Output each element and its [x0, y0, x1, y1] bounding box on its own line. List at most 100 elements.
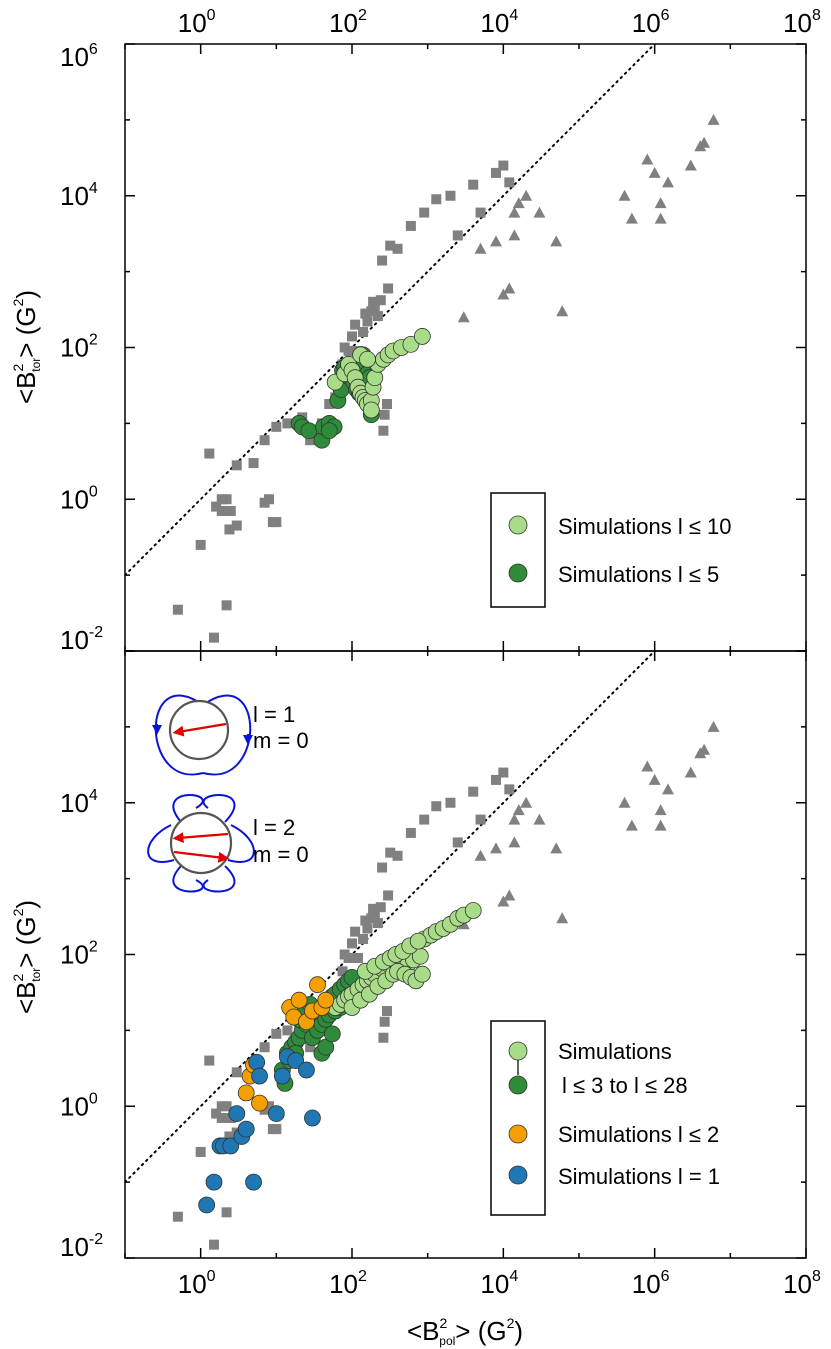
- simulation-point: [237, 1120, 255, 1138]
- observed-square-point: [383, 283, 394, 294]
- observed-square-point: [385, 847, 396, 858]
- observed-triangle-point: [698, 136, 711, 148]
- top-legend-box: [490, 492, 546, 608]
- x-tick-label: 104: [480, 1268, 518, 1299]
- inset-l1-l: l = 1: [253, 702, 295, 727]
- observed-square-point: [385, 240, 396, 251]
- observed-square-point: [405, 220, 416, 231]
- observed-triangle-point: [618, 796, 631, 808]
- arrow-red-l1: [172, 722, 227, 737]
- simulation-point: [287, 1052, 305, 1069]
- observed-square-point: [358, 934, 369, 945]
- inset-l1-m: m = 0: [253, 728, 309, 753]
- simulation-point: [413, 965, 431, 983]
- observed-square-point: [204, 1055, 215, 1066]
- legend-marker-l1: [508, 1165, 528, 1185]
- arrow-red-l2-lower: [173, 850, 230, 863]
- observed-square-point: [498, 767, 509, 778]
- observed-square-point: [172, 604, 183, 615]
- ylabel-bot-c: ): [11, 900, 41, 909]
- y-tick-label: 104: [60, 180, 98, 211]
- observed-triangle-point: [625, 819, 638, 831]
- ylabel-bot-a: <B: [11, 982, 41, 1015]
- bottom-legend: Simulations l ≤ 3 to l ≤ 28 Simulations …: [490, 1020, 720, 1216]
- observed-square-point: [208, 632, 219, 643]
- observed-square-point: [369, 910, 380, 921]
- y-tick-label: 102: [60, 332, 98, 363]
- simulation-point: [198, 1196, 216, 1214]
- observed-triangle-point: [508, 206, 521, 218]
- observed-triangle-point: [707, 720, 720, 732]
- observed-square-point: [504, 784, 515, 795]
- observed-triangle-point: [654, 804, 667, 816]
- observed-triangle-point: [648, 773, 661, 785]
- observed-square-point: [378, 1032, 389, 1043]
- observed-square-point: [305, 435, 316, 446]
- observed-square-point: [221, 600, 232, 611]
- xlabel-a: <B: [407, 1316, 440, 1346]
- inset-l1: l = 1 m = 0: [152, 694, 309, 776]
- y-tick-label: 10-2: [60, 1231, 103, 1262]
- observed-square-point: [343, 345, 354, 356]
- observed-square-point: [204, 448, 215, 459]
- top-x-tick-label: 104: [480, 7, 518, 38]
- observed-square-point: [431, 801, 442, 812]
- observed-square-point: [475, 207, 486, 218]
- observed-square-point: [248, 458, 259, 469]
- simulation-point: [245, 1173, 262, 1191]
- ylabel-top-a: <B: [11, 372, 41, 405]
- bottom-reference-line: [125, 651, 657, 1184]
- xlabel-b: > (G: [455, 1316, 506, 1346]
- observed-triangle-point: [618, 189, 631, 201]
- observed-square-point: [195, 539, 206, 550]
- observed-square-point: [271, 1124, 282, 1135]
- observed-triangle-point: [508, 229, 521, 241]
- observed-square-point: [225, 506, 236, 517]
- observed-triangle-point: [556, 305, 569, 317]
- field-line-l2-e: [172, 865, 204, 893]
- arrow-red-l2-upper: [172, 832, 229, 844]
- simulation-point: [290, 991, 308, 1009]
- observed-square-point: [211, 1108, 222, 1119]
- simulation-point: [228, 1105, 246, 1123]
- simulation-point: [309, 976, 326, 994]
- legend-marker-l5: [508, 563, 528, 583]
- simulation-point: [205, 1173, 223, 1191]
- observed-square-point: [216, 1113, 227, 1124]
- observed-square-point: [419, 814, 430, 825]
- observed-square-point: [259, 435, 270, 446]
- observed-square-point: [271, 517, 282, 528]
- observed-square-point: [452, 837, 463, 848]
- observed-square-point: [368, 296, 379, 307]
- star-l2: [169, 811, 233, 875]
- observed-square-point: [221, 1101, 232, 1112]
- observed-triangle-point: [490, 842, 503, 854]
- observed-square-point: [231, 520, 242, 531]
- observed-square-point: [271, 421, 282, 432]
- equality-line: [125, 651, 657, 1184]
- xlabel-sup: 2: [439, 1315, 447, 1331]
- observed-square-point: [498, 160, 509, 171]
- observed-square-point: [378, 425, 389, 436]
- observed-square-point: [195, 1146, 206, 1157]
- observed-square-point: [375, 295, 386, 306]
- observed-triangle-point: [654, 212, 667, 224]
- simulation-point: [323, 1025, 341, 1043]
- top-points: [172, 113, 720, 643]
- simulation-point: [251, 1067, 268, 1085]
- ylabel-bot-b: > (G: [11, 916, 41, 967]
- observed-triangle-point: [698, 743, 711, 755]
- observed-triangle-point: [533, 206, 546, 218]
- ylabel-top-sup: 2: [10, 364, 26, 372]
- observed-square-point: [208, 1239, 219, 1250]
- observed-triangle-point: [625, 212, 638, 224]
- observed-square-point: [337, 966, 348, 977]
- ylabel-top-sub: tor: [29, 358, 43, 372]
- observed-square-point: [352, 952, 363, 963]
- legend-label-l5: Simulations l ≤ 5: [558, 562, 719, 587]
